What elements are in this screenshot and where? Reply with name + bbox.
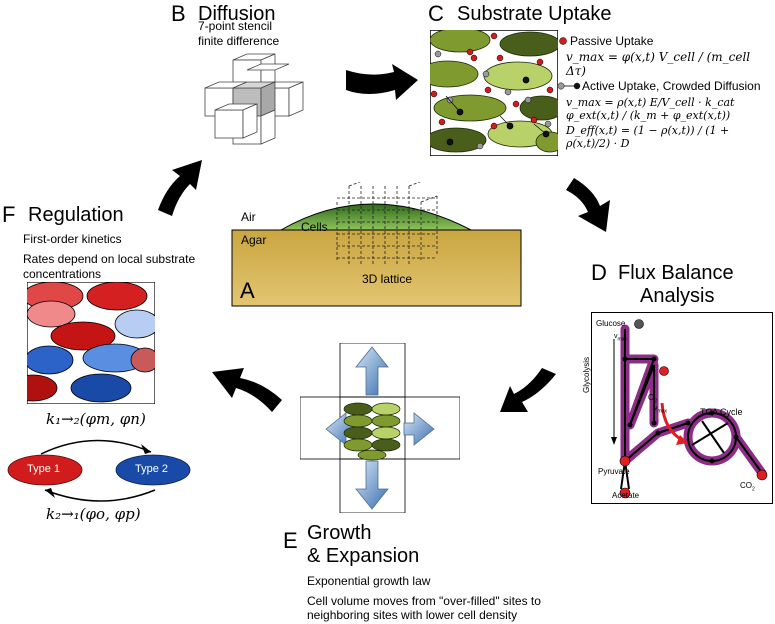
colony-lattice-diagram bbox=[231, 182, 522, 307]
o2-label: O2 bbox=[648, 393, 658, 405]
substrate-crowding-diagram bbox=[430, 30, 558, 156]
panel-b-line1: 7-point stencil bbox=[198, 19, 273, 33]
panel-c-title: Substrate Uptake bbox=[457, 3, 612, 25]
k12-rate-label: k₁→₂(φm, φn) bbox=[46, 410, 146, 428]
cell-types-diagram bbox=[27, 282, 155, 404]
type-1-label: Type 1 bbox=[27, 463, 61, 475]
panel-f-title: Regulation bbox=[28, 204, 124, 226]
panel-d-letter: D bbox=[591, 260, 607, 285]
glucose-vmax-label: vmax bbox=[614, 333, 627, 343]
panel-e-title-line1: Growth bbox=[307, 522, 372, 544]
stencil-cube-diagram bbox=[204, 53, 304, 145]
panel-e-letter: E bbox=[283, 528, 298, 553]
type-transition-diagram bbox=[7, 439, 191, 502]
arrow-b-to-c bbox=[346, 64, 418, 100]
panel-f-letter: F bbox=[2, 202, 16, 227]
type-2-label: Type 2 bbox=[135, 463, 169, 475]
panel-e-line2: Cell volume moves from "over-filled" sit… bbox=[307, 594, 541, 608]
arrow-f-to-b bbox=[158, 160, 202, 216]
agar-label: Agar bbox=[241, 233, 267, 247]
panel-b-title: Diffusion bbox=[198, 3, 276, 25]
passive-uptake-label: Passive Uptake bbox=[570, 34, 654, 48]
arrow-c-to-d bbox=[566, 178, 610, 232]
panel-e-line1: Exponential growth law bbox=[307, 574, 431, 588]
panel-d-title-line1: Flux Balance bbox=[618, 262, 734, 284]
panel-e-line3: neighboring sites with lower cell densit… bbox=[307, 608, 518, 622]
panel-f-line2: Rates depend on local substrate bbox=[23, 252, 196, 266]
panel-b-line2: finite difference bbox=[198, 34, 280, 48]
k21-rate-label: k₂→₁(φo, φp) bbox=[46, 505, 141, 523]
panel-b-letter: B bbox=[171, 1, 186, 26]
active-uptake-equation: v_max = ρ(x,t) E/V_cell · k_cat φ_ext(x,… bbox=[566, 96, 735, 122]
active-uptake-label: Active Uptake, Crowded Diffusion bbox=[582, 79, 761, 93]
panel-d-title-line2: Analysis bbox=[640, 285, 715, 307]
pyruvate-label: Pyruvate bbox=[598, 467, 630, 476]
glucose-label: Glucose bbox=[596, 319, 626, 328]
grey-to-black-dot-icon bbox=[557, 82, 581, 90]
passive-uptake-equation: v_max = φ(x,t) V_cell / (m_cell Δτ) bbox=[566, 50, 751, 78]
panel-c-letter: C bbox=[428, 1, 444, 26]
red-dot-icon bbox=[559, 37, 567, 45]
lattice-label: 3D lattice bbox=[362, 272, 413, 286]
panel-f-line1: First-order kinetics bbox=[23, 232, 122, 246]
panel-f-line3: concentrations bbox=[23, 267, 102, 281]
fba-network-diagram bbox=[611, 319, 768, 499]
panel-e-title-line2: & Expansion bbox=[307, 545, 420, 567]
panel-a-letter: A bbox=[240, 278, 255, 303]
cells-label: Cells bbox=[301, 220, 328, 234]
o2-vmax-label: vmax bbox=[654, 405, 667, 415]
effective-diffusion-equation: D_eff(x,t) = (1 − ρ(x,t)) / (1 + ρ(x,t)/… bbox=[566, 124, 730, 150]
acetate-label: Acetate bbox=[612, 491, 640, 500]
arrow-e-to-f bbox=[212, 368, 282, 412]
arrow-d-to-e bbox=[500, 368, 556, 412]
air-label: Air bbox=[241, 210, 256, 224]
tca-cycle-label: TCA Cycle bbox=[700, 407, 743, 417]
co2-label: CO2 bbox=[740, 481, 755, 493]
glycolysis-label: Glycolysis bbox=[582, 356, 591, 393]
fba-network-panel: Glucose vmax Glycolysis O2 vmax TCA Cycl… bbox=[582, 312, 773, 504]
expansion-cross-diagram bbox=[300, 343, 460, 513]
